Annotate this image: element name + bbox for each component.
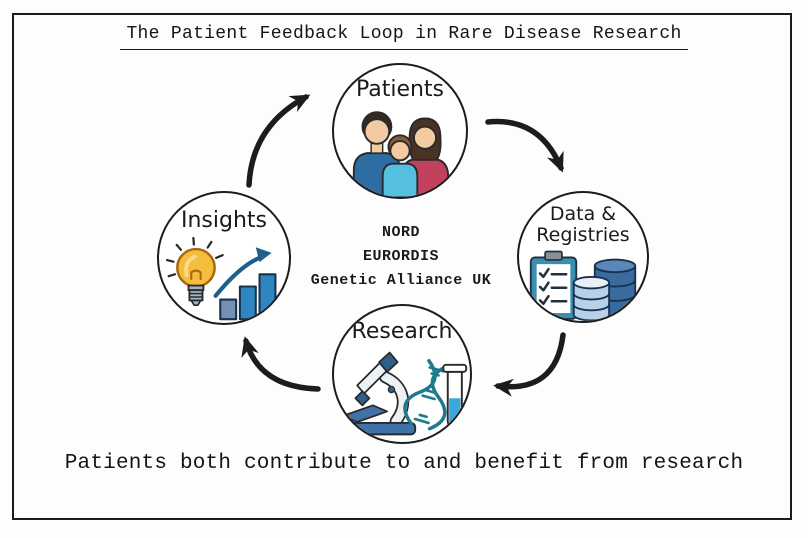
caption: Patients both contribute to and benefit … <box>64 452 744 475</box>
check-2 <box>538 280 550 292</box>
diagram-title: The Patient Feedback Loop in Rare Diseas… <box>120 24 688 50</box>
node-data-label-line2: Registries <box>536 224 630 247</box>
node-data-registries: Data & Registries <box>517 191 649 323</box>
node-data-label: Data & Registries <box>536 203 630 247</box>
node-insights: Insights <box>157 191 291 325</box>
bar-2 <box>238 285 257 320</box>
clipboard-clip <box>544 250 563 261</box>
database-light-stack <box>572 275 611 321</box>
scope-knob <box>387 385 396 393</box>
bulb-screw <box>188 288 204 302</box>
node-data-label-line1: Data & <box>549 203 617 225</box>
check-1 <box>538 267 550 278</box>
bar-1 <box>219 298 238 320</box>
family-icon <box>352 110 450 197</box>
node-research-label: Research <box>351 319 453 344</box>
scope-objective <box>354 389 371 406</box>
scope-stage <box>342 404 388 423</box>
center-organizations: NORD EURORDIS Genetic Alliance UK <box>295 221 507 293</box>
scope-arm <box>380 372 408 426</box>
dna-helix <box>403 358 450 431</box>
org-name-genetic-alliance-uk: Genetic Alliance UK <box>310 272 492 289</box>
child-face <box>389 139 411 161</box>
child-torso <box>381 162 419 197</box>
microscope-dna-testtube-icon <box>342 351 468 435</box>
microscope <box>342 351 417 435</box>
bulb-filament <box>190 269 202 280</box>
trend-arrow-head <box>255 246 272 262</box>
node-research: Research <box>332 304 472 444</box>
bulb-tip <box>190 299 202 306</box>
org-name-nord: NORD <box>381 224 420 241</box>
org-name-eurordis: EURORDIS <box>362 248 439 265</box>
scope-eyepiece <box>378 351 399 373</box>
node-patients-label: Patients <box>355 77 445 102</box>
check-3 <box>538 294 550 305</box>
lightbulb-chart-icon <box>165 236 277 320</box>
node-insights-label: Insights <box>180 208 267 233</box>
title-container: The Patient Feedback Loop in Rare Diseas… <box>0 24 808 50</box>
bulb-rays <box>165 236 224 277</box>
woman-face <box>412 125 438 150</box>
border-frame <box>12 13 792 520</box>
tube-rim <box>442 363 468 373</box>
man-face <box>363 117 391 145</box>
clipboard-database-icon <box>529 250 637 321</box>
trend-arrow-line <box>213 255 263 298</box>
node-patients: Patients <box>332 63 468 199</box>
bulb-highlight <box>184 254 197 277</box>
bulb-glass <box>176 247 216 288</box>
